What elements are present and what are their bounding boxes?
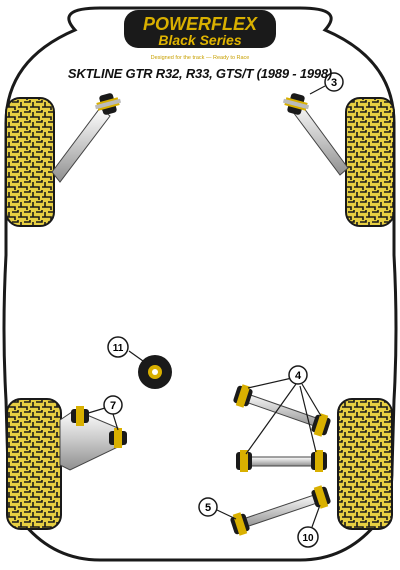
rear-middle-arm-bush-inner: [236, 450, 252, 472]
callout-3: 3: [324, 72, 344, 92]
leader-lines: [84, 85, 326, 528]
svg-text:10: 10: [302, 533, 314, 544]
rear-middle-arm-bush-outer: [311, 450, 327, 472]
rear-upper-arm-bush-inner: [233, 384, 253, 408]
brand-series: Black Series: [158, 32, 241, 48]
svg-text:5: 5: [205, 502, 211, 514]
powerflex-logo: POWERFLEX Black Series Designed for the …: [124, 10, 276, 61]
rear-left-bush-lower: [109, 428, 127, 448]
callout-7: 7: [103, 395, 123, 415]
car-body-outline: [2, 6, 398, 562]
svg-text:7: 7: [110, 400, 116, 412]
brand-name: POWERFLEX: [143, 14, 258, 34]
brand-tagline: Designed for the track — Ready to Race: [151, 55, 250, 61]
callout-10: 10: [297, 526, 319, 548]
tire-front-right: [345, 97, 395, 227]
svg-text:3: 3: [331, 77, 337, 89]
rear-middle-arm: [243, 456, 319, 467]
rear-lower-arm-bush-outer: [311, 485, 331, 509]
front-right-bush: [282, 93, 310, 115]
tire-front-left: [5, 97, 55, 227]
diff-mount-bush: [138, 355, 172, 389]
rear-lower-arm-bush-inner: [230, 512, 250, 536]
front-left-bush: [94, 93, 122, 115]
callout-4: 4: [288, 365, 308, 385]
tire-rear-right: [337, 398, 393, 530]
svg-text:4: 4: [295, 370, 302, 382]
callout-11: 11: [107, 336, 129, 358]
tire-rear-left: [6, 398, 62, 530]
rear-left-bush-upper: [71, 406, 89, 426]
rear-upper-arm-bush-outer: [311, 413, 331, 437]
svg-text:11: 11: [113, 343, 124, 354]
vehicle-title: SKTLINE GTR R32, R33, GTS/T (1989 - 1998…: [67, 66, 333, 81]
front-left-arm: [51, 107, 111, 183]
callout-5: 5: [198, 497, 218, 517]
rear-lower-arm: [239, 492, 324, 529]
